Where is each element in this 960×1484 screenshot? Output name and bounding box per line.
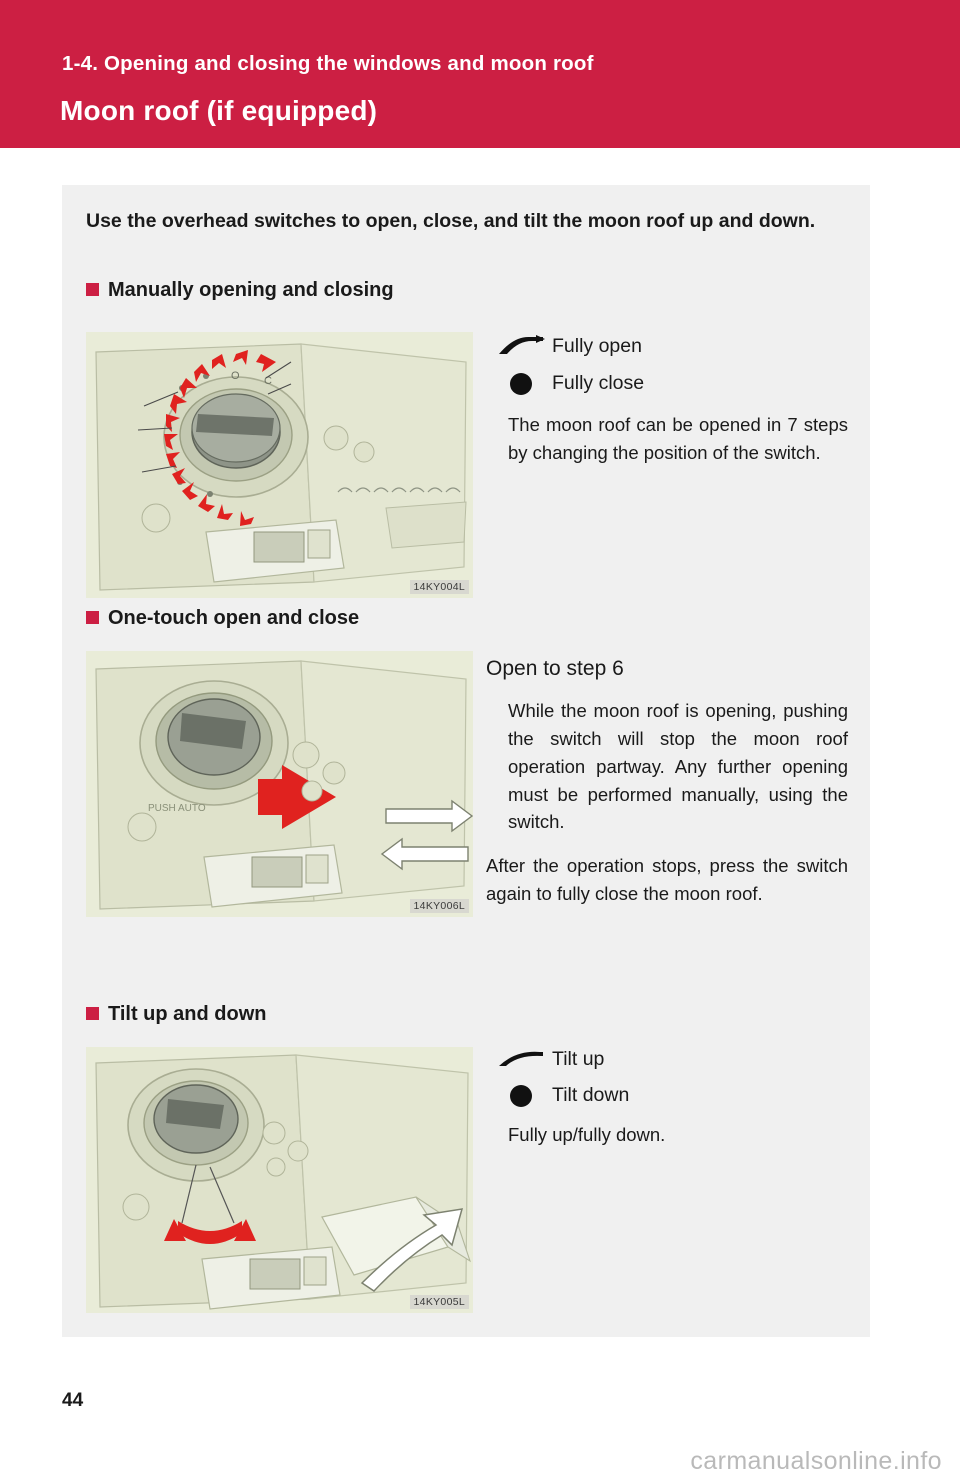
section-heading-manual: Manually opening and closing (86, 279, 394, 302)
illustration-tilt-svg (86, 1047, 473, 1313)
label-fully-close: Fully close (552, 372, 645, 394)
filled-circle-icon (490, 1084, 552, 1107)
filled-circle-icon-shape (510, 372, 532, 395)
filled-circle-icon-shape (510, 1084, 532, 1107)
svg-text:PUSH AUTO: PUSH AUTO (148, 803, 206, 814)
one-touch-body-2: After the operation stops, press the swi… (486, 855, 848, 904)
illustration-tilt: 14KY005L (86, 1047, 473, 1313)
label-tilt-up: Tilt up (552, 1047, 605, 1070)
section-heading-tilt: Tilt up and down (86, 1003, 267, 1026)
square-bullet-icon (86, 611, 99, 624)
illustration-manual-open-close: O C (86, 332, 473, 598)
page-title: Moon roof (if equipped) (60, 95, 378, 126)
square-bullet-icon (86, 283, 99, 296)
section-heading-manual-label: Manually opening and closing (108, 279, 394, 301)
tilt-body-text: Fully up/fully down. (508, 1124, 666, 1145)
page-header: 1-4. Opening and closing the windows and… (0, 0, 960, 148)
chapter-breadcrumb: 1-4. Opening and closing the windows and… (62, 52, 594, 75)
illustration-code-2: 14KY006L (409, 899, 469, 913)
section-heading-one-touch: One-touch open and close (86, 607, 359, 630)
label-fully-open: Fully open (552, 334, 642, 357)
one-touch-body-1: While the moon roof is opening, pushing … (508, 700, 848, 833)
icon-row-fully-open: Fully open (490, 333, 850, 359)
illustration-code-1: 14KY004L (409, 580, 469, 594)
tilt-text: Tilt up Tilt down Fully up/fully down. (490, 1047, 850, 1149)
roof-tilt-icon-svg (499, 1051, 543, 1066)
one-touch-lead: Open to step 6 (486, 657, 624, 680)
illustration-one-touch-svg: PUSH AUTO (86, 651, 473, 917)
manual-open-close-text: Fully open Fully close The moon roof can… (490, 333, 850, 467)
one-touch-text: Open to step 6 While the moon roof is op… (486, 655, 854, 908)
roof-open-icon (490, 333, 552, 359)
roof-open-icon-svg (499, 335, 545, 354)
svg-text:O: O (231, 370, 240, 382)
icon-row-tilt-up: Tilt up (490, 1047, 850, 1071)
illustration-manual-svg: O C (86, 332, 473, 598)
illustration-code-3: 14KY005L (409, 1295, 469, 1309)
section-heading-one-touch-label: One-touch open and close (108, 607, 360, 629)
section-heading-tilt-label: Tilt up and down (108, 1003, 267, 1025)
icon-row-fully-close: Fully close (490, 372, 850, 395)
page-number: 44 (62, 1390, 84, 1411)
square-bullet-icon (86, 1007, 99, 1020)
label-tilt-down: Tilt down (552, 1084, 630, 1106)
filled-circle-icon (490, 372, 552, 395)
svg-text:C: C (264, 375, 272, 387)
icon-row-tilt-down: Tilt down (490, 1084, 850, 1107)
roof-tilt-icon (490, 1047, 552, 1071)
content-panel: Use the overhead switches to open, close… (62, 185, 870, 1337)
site-watermark: carmanualsonline.info (690, 1447, 942, 1475)
illustration-one-touch: PUSH AUTO 14KY006L (86, 651, 473, 917)
manual-body-text: The moon roof can be opened in 7 steps b… (508, 414, 848, 463)
intro-paragraph: Use the overhead switches to open, close… (86, 210, 816, 232)
